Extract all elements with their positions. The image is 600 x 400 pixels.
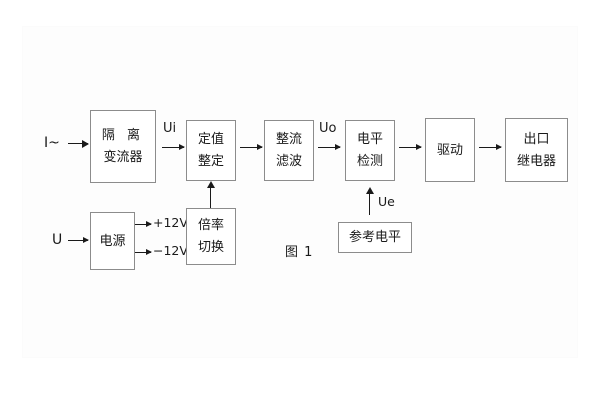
- signal-label-ui: Ui: [163, 121, 177, 136]
- block-rectifier-filter-line1: 整流: [275, 132, 302, 147]
- block-rectifier-filter-line2: 滤波: [275, 154, 302, 169]
- block-isolation-transformer-line1: 隔 离: [101, 128, 145, 143]
- arrow-setting-to-rectifier: [240, 144, 263, 150]
- arrow-driver-to-output-relay: [479, 144, 502, 150]
- terminal-current-input: I~: [44, 135, 60, 151]
- diagram-frame: [22, 26, 578, 358]
- block-setting-value: 定值 整定: [186, 120, 236, 181]
- block-output-relay-line2: 继电器: [516, 153, 556, 169]
- arrow-rectifier-to-level: [318, 144, 341, 150]
- arrow-current-to-isolation: [68, 139, 89, 148]
- signal-label-ue: Ue: [378, 194, 395, 209]
- arrow-isolation-to-setting: [162, 144, 185, 150]
- block-multiplier-switch-line1: 倍率: [197, 218, 224, 233]
- block-setting-value-line2: 整定: [197, 154, 224, 169]
- arrow-reference-to-level: [365, 187, 374, 215]
- arrow-multiplier-to-setting: [206, 181, 215, 208]
- block-driver: 驱动: [425, 118, 475, 182]
- block-rectifier-filter: 整流 滤波: [264, 120, 314, 181]
- block-output-relay-line1: 出口: [523, 131, 550, 147]
- arrow-voltage-to-power-supply: [68, 237, 89, 243]
- block-level-detection: 电平 检测: [345, 120, 395, 181]
- block-level-detection-line1: 电平: [356, 132, 383, 147]
- block-multiplier-switch-line2: 切换: [197, 240, 224, 255]
- block-driver-line1: 驱动: [436, 142, 463, 158]
- block-multiplier-switch: 倍率 切换: [186, 208, 236, 265]
- block-reference-level: 参考电平: [338, 222, 412, 253]
- signal-label-uo: Uo: [319, 121, 337, 136]
- block-isolation-transformer: 隔 离 变流器: [90, 110, 156, 183]
- block-setting-value-line1: 定值: [197, 132, 224, 147]
- rail-label-positive: +12V: [153, 215, 188, 230]
- block-reference-level-line1: 参考电平: [348, 230, 401, 245]
- block-output-relay: 出口 继电器: [505, 118, 568, 182]
- block-power-supply: 电源: [90, 212, 135, 270]
- figure-caption: 图 1: [285, 245, 314, 260]
- arrow-rail-positive: [135, 221, 152, 227]
- arrow-level-to-driver: [399, 144, 422, 150]
- block-isolation-transformer-line2: 变流器: [103, 150, 143, 165]
- rail-label-negative: −12V: [153, 243, 188, 258]
- block-power-supply-line1: 电源: [99, 233, 126, 249]
- arrow-rail-negative: [135, 249, 152, 255]
- terminal-voltage-input: U: [52, 232, 63, 248]
- block-level-detection-line2: 检测: [356, 154, 383, 169]
